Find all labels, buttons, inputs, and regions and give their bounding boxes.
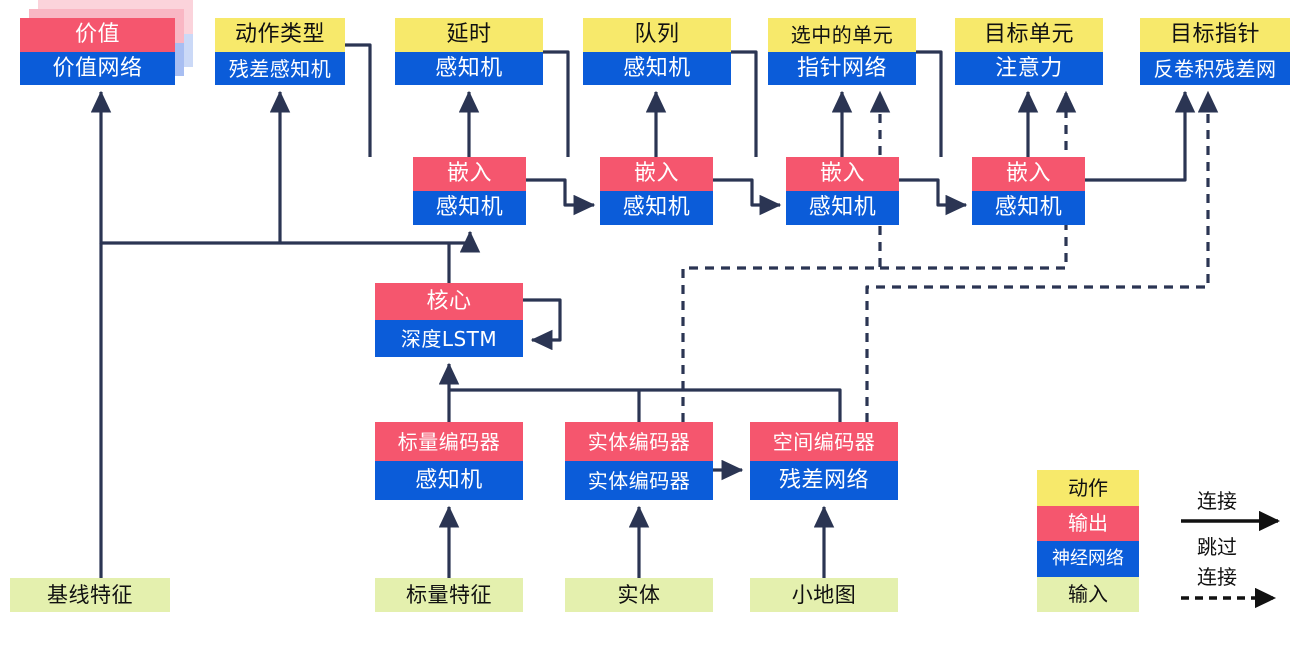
node-target-point-output-label: 目标指针	[1140, 18, 1290, 52]
node-action-type[interactable]: 动作类型残差感知机	[215, 18, 345, 85]
node-spatial-enc-output-label: 空间编码器	[750, 422, 898, 461]
node-entity-enc-output-label: 实体编码器	[565, 422, 713, 461]
node-entity-enc[interactable]: 实体编码器实体编码器	[565, 422, 713, 500]
node-core-network-label: 深度LSTM	[375, 320, 523, 357]
legend-network: 神经网络	[1037, 541, 1139, 577]
node-scalar-enc-output-label: 标量编码器	[375, 422, 523, 461]
legend-skip-label-line2: 连接	[1197, 565, 1237, 589]
node-embed-1-output-label: 嵌入	[413, 157, 526, 191]
node-embed-4-network-label: 感知机	[972, 191, 1085, 225]
node-action-type-output-label: 动作类型	[215, 18, 345, 52]
node-embed-1[interactable]: 嵌入感知机	[413, 157, 526, 225]
node-spatial-enc[interactable]: 空间编码器残差网络	[750, 422, 898, 500]
node-selected-output-label: 选中的单元	[768, 18, 916, 52]
node-embed-2-network-label: 感知机	[600, 191, 713, 225]
node-embed-3[interactable]: 嵌入感知机	[786, 157, 899, 225]
node-value-network-label: 价值网络	[20, 52, 175, 85]
node-queue-output-label: 队列	[583, 18, 731, 52]
node-embed-3-output-label: 嵌入	[786, 157, 899, 191]
node-embed-4[interactable]: 嵌入感知机	[972, 157, 1085, 225]
legend-action: 动作	[1037, 470, 1139, 506]
node-scalar-enc-network-label: 感知机	[375, 461, 523, 500]
legend-connection-label: 连接	[1197, 489, 1237, 513]
node-target-unit-network-label: 注意力	[955, 52, 1103, 85]
node-target-point[interactable]: 目标指针反卷积残差网	[1140, 18, 1290, 85]
skip-connections	[681, 90, 1219, 422]
node-selected[interactable]: 选中的单元指针网络	[768, 18, 916, 85]
node-queue-network-label: 感知机	[583, 52, 731, 85]
input-scalar-feature[interactable]: 标量特征	[375, 578, 523, 612]
node-action-type-network-label: 残差感知机	[215, 52, 345, 85]
node-entity-enc-network-label: 实体编码器	[565, 461, 713, 500]
legend: 动作输出神经网络输入	[1037, 470, 1139, 612]
node-target-unit-output-label: 目标单元	[955, 18, 1103, 52]
node-value[interactable]: 价值价值网络	[20, 18, 175, 85]
node-embed-2-output-label: 嵌入	[600, 157, 713, 191]
legend-input: 输入	[1037, 576, 1139, 612]
node-embed-3-network-label: 感知机	[786, 191, 899, 225]
solid-connections	[90, 43, 1196, 578]
node-selected-network-label: 指针网络	[768, 52, 916, 85]
input-entity[interactable]: 实体	[565, 578, 713, 612]
node-value-output-label: 价值	[20, 18, 175, 52]
input-baseline-feature[interactable]: 基线特征	[10, 578, 170, 612]
legend-output: 输出	[1037, 505, 1139, 541]
node-target-point-network-label: 反卷积残差网	[1140, 52, 1290, 85]
node-spatial-enc-network-label: 残差网络	[750, 461, 898, 500]
node-delay-output-label: 延时	[395, 18, 543, 52]
node-embed-4-output-label: 嵌入	[972, 157, 1085, 191]
node-queue[interactable]: 队列感知机	[583, 18, 731, 85]
input-minimap[interactable]: 小地图	[750, 578, 898, 612]
node-delay[interactable]: 延时感知机	[395, 18, 543, 85]
node-embed-2[interactable]: 嵌入感知机	[600, 157, 713, 225]
node-core[interactable]: 核心深度LSTM	[375, 283, 523, 357]
node-scalar-enc[interactable]: 标量编码器感知机	[375, 422, 523, 500]
legend-arrows	[1181, 510, 1281, 609]
node-target-unit[interactable]: 目标单元注意力	[955, 18, 1103, 85]
node-core-output-label: 核心	[375, 283, 523, 320]
node-embed-1-network-label: 感知机	[413, 191, 526, 225]
node-delay-network-label: 感知机	[395, 52, 543, 85]
legend-skip-label-line1: 跳过	[1197, 535, 1237, 559]
